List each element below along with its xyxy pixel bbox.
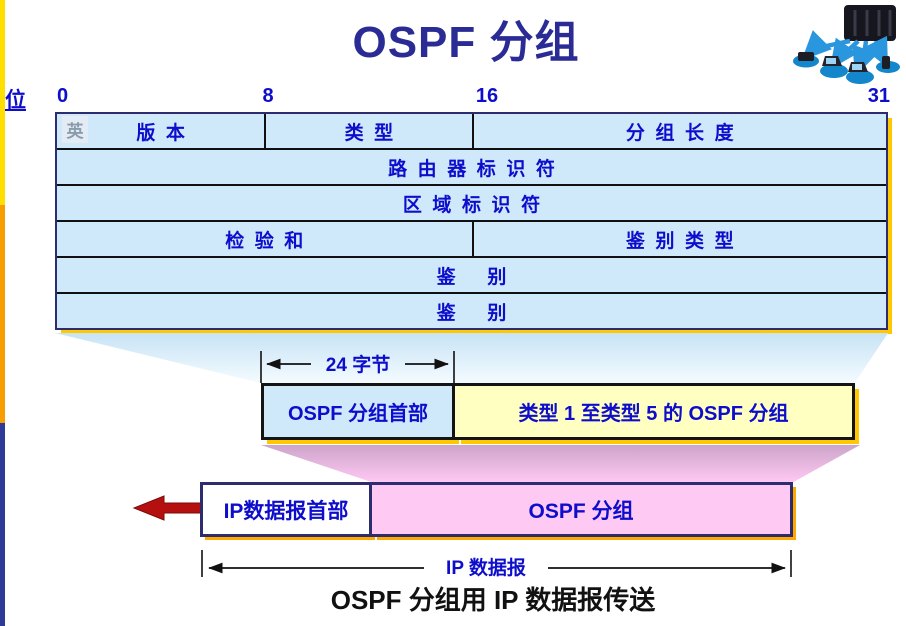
page-title: OSPF 分组: [352, 18, 580, 67]
ospf-body-box: 类型 1 至类型 5 的 OSPF 分组: [455, 383, 855, 440]
funnel-ospf-to-ip: [261, 445, 860, 482]
transmit-arrow-icon: [132, 495, 208, 521]
slide-caption: OSPF 分组用 IP 数据报传送: [330, 585, 656, 615]
bit-tick-0: 0: [57, 85, 69, 107]
table-row: 区 域 标 识 符: [57, 184, 886, 220]
field-auth-type: 鉴 别 类 型: [471, 222, 887, 256]
edge-bar-orange: [0, 205, 5, 423]
table-row: 路 由 器 标 识 符: [57, 148, 886, 184]
ospf-packet-structure-row: OSPF 分组首部 类型 1 至类型 5 的 OSPF 分组: [261, 383, 855, 440]
measure-24-bytes-label: 24 字节: [326, 353, 390, 376]
bit-tick-8: 8: [262, 85, 274, 107]
ospf-header-box: OSPF 分组首部: [261, 383, 455, 440]
field-area-id: 区 域 标 识 符: [402, 194, 541, 216]
field-packet-length: 分 组 长 度: [471, 114, 887, 148]
english-toggle-badge[interactable]: 英: [62, 116, 88, 143]
bit-tick-31: 31: [867, 85, 890, 107]
field-checksum: 检 验 和: [225, 230, 304, 252]
field-auth-2: 鉴 别: [436, 302, 507, 324]
measure-ip-datagram-label: IP 数据报: [446, 556, 526, 579]
edge-bar-yellow: [0, 0, 5, 205]
edge-bar-navy: [0, 423, 5, 626]
measure-24-bytes: 24 字节: [260, 351, 455, 383]
field-router-id: 路 由 器 标 识 符: [388, 158, 555, 180]
ip-header-box: IP数据报首部: [200, 482, 372, 537]
funnel-table-to-header: [55, 333, 888, 383]
table-row: 鉴 别: [57, 256, 886, 292]
bit-tick-16: 16: [475, 85, 499, 107]
measure-ip-datagram: IP 数据报: [201, 550, 792, 579]
table-row: 英 版 本 类 型 分 组 长 度: [57, 114, 886, 148]
network-clipart-icon: [793, 5, 900, 84]
slide-edge-bar: [0, 0, 5, 626]
ip-datagram-row: IP数据报首部 OSPF 分组: [200, 482, 793, 537]
ospf-packet-box: OSPF 分组: [372, 482, 793, 537]
ospf-header-table: 英 版 本 类 型 分 组 长 度 路 由 器 标 识 符 区 域 标 识 符 …: [55, 112, 888, 330]
field-type-label: 类 型: [344, 122, 394, 144]
field-auth-1: 鉴 别: [436, 266, 507, 288]
field-version-label: 版 本: [136, 122, 185, 144]
field-type: 类 型: [264, 114, 471, 148]
table-row: 鉴 别: [57, 292, 886, 328]
bit-unit-label: 位: [5, 89, 26, 112]
field-packet-length-label: 分 组 长 度: [625, 122, 734, 144]
field-version: 英 版 本: [57, 114, 264, 148]
table-row: 检 验 和 鉴 别 类 型: [57, 220, 886, 256]
